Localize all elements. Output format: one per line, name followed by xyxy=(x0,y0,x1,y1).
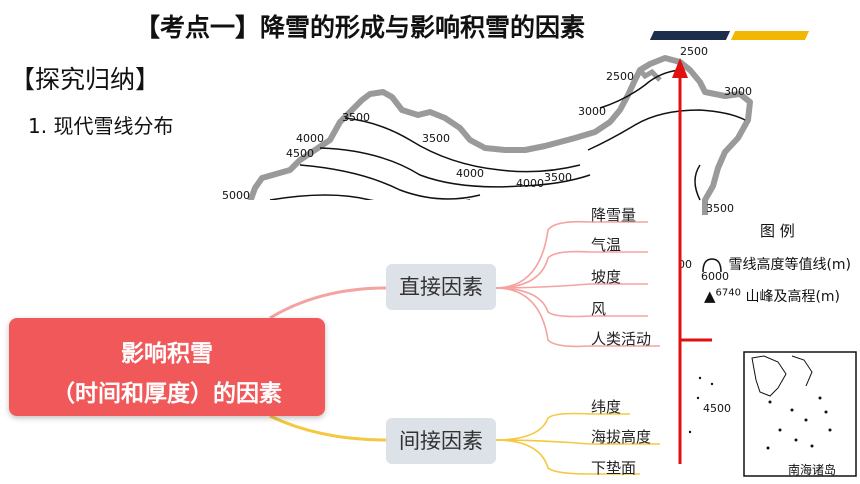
peak-triangle-icon: ▲ xyxy=(704,287,716,305)
legend-contour-desc: 雪线高度等值线(m) xyxy=(728,257,852,273)
leaf-snowfall: 降雪量 xyxy=(591,206,637,224)
contour-symbol-icon xyxy=(702,258,722,273)
page-title: 【考点一】降雪的形成与影响积雪的因素 xyxy=(135,13,586,42)
leaf-underlying-surface: 下垫面 xyxy=(591,459,637,477)
legend-peak-desc: 山峰及高程(m) xyxy=(745,289,841,305)
contour-label: 3500 xyxy=(422,132,450,145)
leaf-altitude: 海拔高度 xyxy=(591,428,652,446)
inset-coast xyxy=(751,355,787,397)
contour-label: 4500 xyxy=(703,402,731,415)
contour-line xyxy=(344,117,581,173)
legend-contour-value: 6000 xyxy=(701,270,729,283)
root-line-2: （时间和厚度）的因素 xyxy=(52,381,282,407)
legend-peak-row: ▲6740 山峰及高程(m) xyxy=(704,286,840,306)
mindmap-root-node: 影响积雪 （时间和厚度）的因素 xyxy=(9,318,325,416)
contour-line xyxy=(587,109,746,151)
inset-coast xyxy=(791,355,813,387)
section-heading: 【探究归纳】 xyxy=(10,65,161,94)
contour-label: 3500 xyxy=(706,202,734,215)
contour-label: 3500 xyxy=(342,111,370,124)
contour-line xyxy=(319,147,591,188)
leaf-wind: 风 xyxy=(591,300,607,318)
indirect-factors-node: 间接因素 xyxy=(386,418,496,464)
contour-label: 3000 xyxy=(578,105,606,118)
contour-label: 5000 xyxy=(222,189,250,202)
leaf-slope: 坡度 xyxy=(591,268,622,286)
map-border xyxy=(247,55,753,215)
red-arrow-head xyxy=(672,58,688,78)
direct-factors-node: 直接因素 xyxy=(386,264,496,310)
contour-label: 4000 xyxy=(456,167,484,180)
contour-label: 4000 xyxy=(296,132,324,145)
legend-peak-value: 6740 xyxy=(715,287,741,299)
contour-label: 4000 xyxy=(516,177,544,190)
inset-map-label: 南海诸岛 xyxy=(788,462,836,477)
contour-label: 2500 xyxy=(680,45,708,58)
leaf-temperature: 气温 xyxy=(591,236,622,254)
legend-title: 图 例 xyxy=(760,222,795,240)
contour-line xyxy=(299,164,481,200)
subheading: 1. 现代雪线分布 xyxy=(28,114,174,138)
leaf-human-activity: 人类活动 xyxy=(591,330,652,348)
contour-label: 4500 xyxy=(286,147,314,160)
contour-label: 3500 xyxy=(544,171,572,184)
root-line-1: 影响积雪 xyxy=(121,341,213,367)
leaf-latitude: 纬度 xyxy=(591,398,622,416)
inset-map-frame xyxy=(743,351,857,477)
contour-line xyxy=(694,164,701,201)
contour-label: 3000 xyxy=(724,85,752,98)
contour-line xyxy=(599,69,681,109)
legend-contour-row: 雪线高度等值线(m) xyxy=(700,254,851,274)
contour-label: 2500 xyxy=(606,70,634,83)
